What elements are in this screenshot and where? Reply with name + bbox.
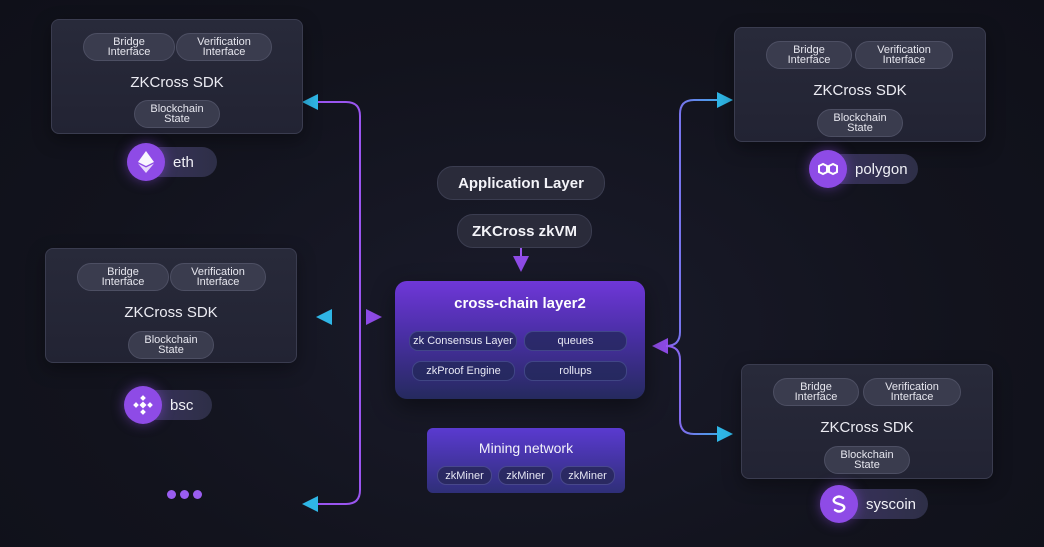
blockchain-state-pill: Blockchain State [134, 100, 220, 128]
bridge-interface-pill: Bridge Interface [766, 41, 852, 69]
verification-interface-pill: Verification Interface [855, 41, 953, 69]
queues-pill: queues [524, 331, 627, 351]
zkproof-engine-pill: zkProof Engine [412, 361, 515, 381]
zkminer-pill: zkMiner [498, 466, 553, 485]
rollups-pill: rollups [524, 361, 627, 381]
layer2-title: cross-chain layer2 [454, 295, 586, 312]
bridge-interface-pill: Bridge Interface [83, 33, 175, 61]
chain-badge-syscoin: syscoin [820, 485, 928, 523]
chain-label: eth [173, 153, 194, 171]
zkminer-pill: zkMiner [560, 466, 615, 485]
application-layer-box: Application Layer [437, 166, 605, 200]
chain-label: polygon [855, 160, 908, 178]
ethereum-icon [127, 143, 165, 181]
sdk-title: ZKCross SDK [820, 419, 914, 436]
sdk-box-eth: Bridge Interface Verification Interface … [51, 19, 303, 134]
mining-network-box: Mining network zkMiner zkMiner zkMiner [427, 428, 625, 493]
sdk-title: ZKCross SDK [124, 304, 218, 321]
zk-consensus-layer-pill: zk Consensus Layer [409, 331, 517, 351]
chain-badge-bsc: bsc [124, 386, 212, 424]
sdk-box-syscoin: Bridge Interface Verification Interface … [741, 364, 993, 479]
verification-interface-pill: Verification Interface [176, 33, 272, 61]
zkvm-box: ZKCross zkVM [457, 214, 592, 248]
sdk-title: ZKCross SDK [813, 82, 907, 99]
binance-icon [124, 386, 162, 424]
chain-badge-eth: eth [127, 143, 217, 181]
blockchain-state-pill: Blockchain State [128, 331, 214, 359]
bridge-interface-pill: Bridge Interface [773, 378, 859, 406]
blockchain-state-pill: Blockchain State [824, 446, 910, 474]
zkminer-pill: zkMiner [437, 466, 492, 485]
bridge-interface-pill: Bridge Interface [77, 263, 169, 291]
more-chains-ellipsis-icon [167, 490, 202, 499]
sdk-title: ZKCross SDK [130, 74, 224, 91]
verification-interface-pill: Verification Interface [170, 263, 266, 291]
cross-chain-layer2-box: cross-chain layer2 zk Consensus Layer qu… [395, 281, 645, 399]
syscoin-icon [820, 485, 858, 523]
chain-badge-polygon: polygon [809, 150, 918, 188]
blockchain-state-pill: Blockchain State [817, 109, 903, 137]
polygon-icon [809, 150, 847, 188]
chain-label: syscoin [866, 495, 917, 513]
verification-interface-pill: Verification Interface [863, 378, 961, 406]
sdk-box-bsc: Bridge Interface Verification Interface … [45, 248, 297, 363]
mining-network-title: Mining network [478, 440, 574, 456]
chain-label: bsc [170, 396, 194, 414]
sdk-box-polygon: Bridge Interface Verification Interface … [734, 27, 986, 142]
